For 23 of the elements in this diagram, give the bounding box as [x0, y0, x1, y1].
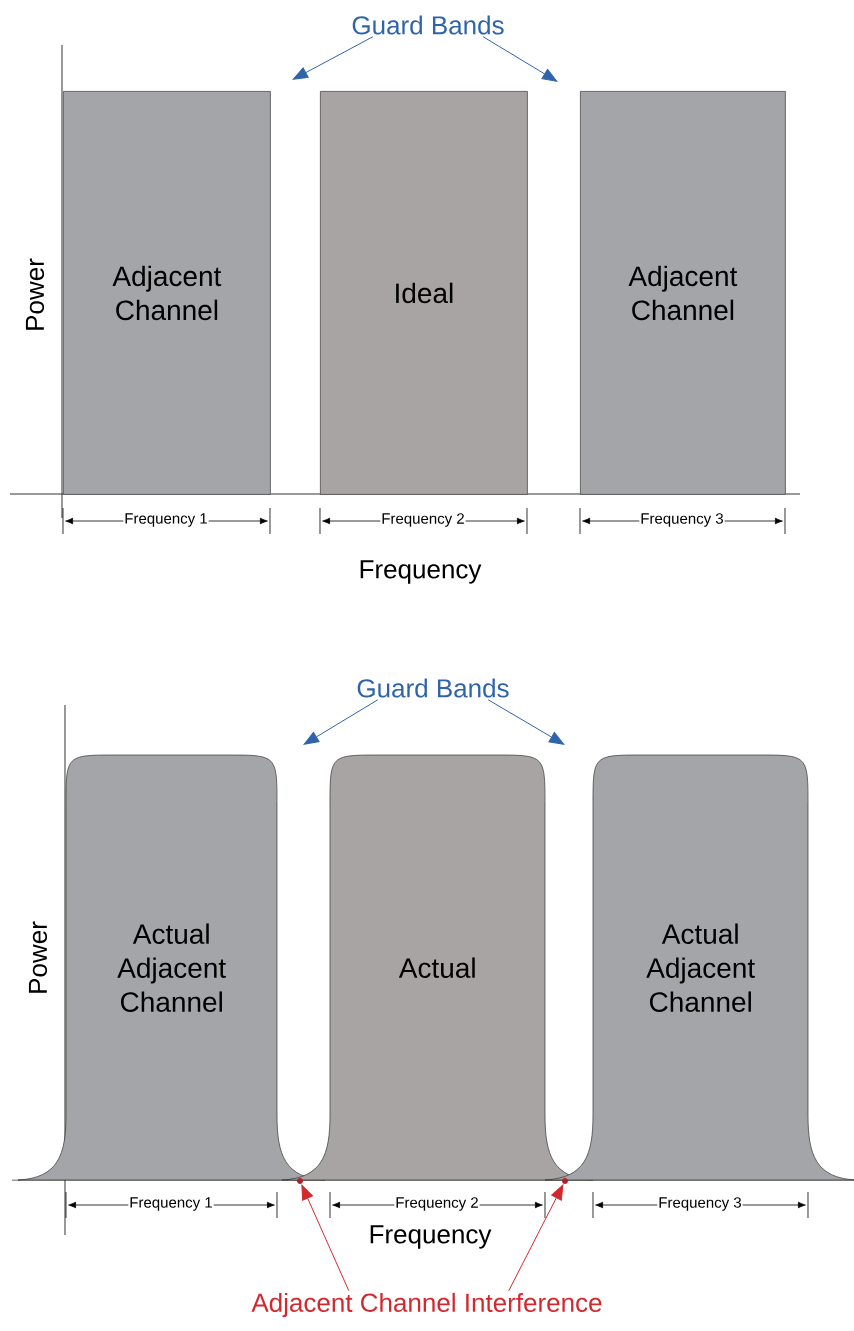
callout-text: Guard Bands — [357, 678, 509, 698]
channel-bar: Ideal — [320, 91, 528, 495]
dimension-label: Frequency 1 — [128, 1196, 214, 1212]
channel-bar: Adjacent Channel — [63, 91, 271, 495]
arrow — [292, 36, 374, 80]
axis-label: Power — [28, 921, 48, 993]
dimension-label: Frequency 3 — [639, 512, 725, 528]
callout-text: Adjacent Channel Interference — [251, 1292, 602, 1318]
dimension-label: Frequency 3 — [657, 1196, 743, 1212]
channel-curve: Actual — [281, 754, 594, 1181]
axis-label: Frequency — [370, 1225, 492, 1249]
channel-bar: Adjacent Channel — [580, 91, 786, 495]
dimension-label: Frequency 2 — [380, 512, 466, 528]
callout-text: Guard Bands — [352, 15, 504, 35]
arrow — [303, 699, 379, 745]
axis-label: Frequency — [360, 560, 482, 584]
arrow — [301, 1184, 350, 1292]
channel-curve: Actual Adjacent Channel — [544, 754, 854, 1181]
dimension-label: Frequency 2 — [394, 1196, 480, 1212]
arrow — [508, 1184, 564, 1292]
arrow — [487, 699, 565, 745]
arrow — [482, 36, 558, 82]
dimension-label: Frequency 1 — [123, 512, 209, 528]
